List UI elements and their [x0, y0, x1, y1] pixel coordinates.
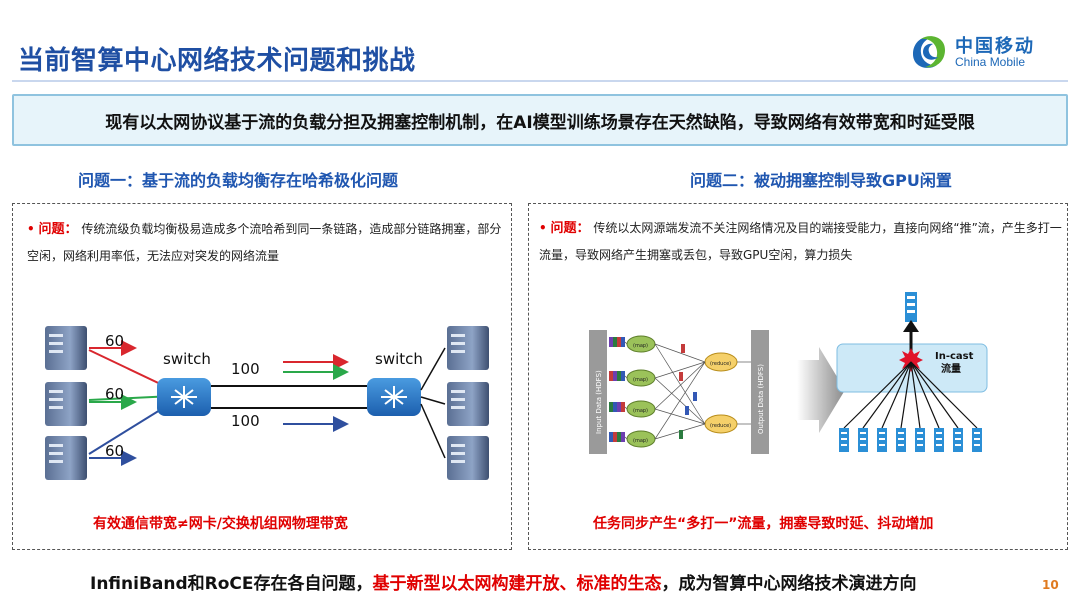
server-icon [447, 436, 489, 480]
reduce-node: (reduce) [704, 352, 738, 372]
downlink [420, 396, 446, 405]
footer-highlight: 基于新型以太网构建开放、标准的生态 [372, 574, 662, 594]
problem-two-heading: 问题二：被动拥塞控制导致GPU闲置 [690, 171, 952, 190]
transition-arrow-icon [797, 347, 845, 433]
page-number: 10 [1042, 578, 1059, 592]
server-icon [447, 382, 489, 426]
problem-two-caption: 任务同步产生“多打一”流量，拥塞导致时延、抖动增加 [593, 516, 934, 532]
map-node: (map) [626, 335, 656, 353]
reduce-node-label: (reduce) [710, 423, 731, 429]
packet [685, 406, 689, 415]
switch-icon [157, 378, 211, 416]
bullet-icon: • [27, 222, 35, 236]
server-icon [45, 436, 87, 480]
reduce-node-label: (reduce) [710, 361, 731, 367]
problem-one-heading: 问题一：基于流的负载均衡存在哈希极化问题 [78, 171, 399, 190]
problem-two-panel: • 问题： 传统以太网源端发流不关注网络情况及目的端接受能力，直接向网络“推”流… [528, 203, 1068, 550]
page-title: 当前智算中心网络技术问题和挑战 [18, 46, 416, 76]
fan-in-lines [843, 361, 978, 429]
issue-label: 问题： [38, 222, 78, 237]
map-node-label: (map) [633, 438, 648, 444]
issue-text: 传统以太网源端发流不关注网络情况及目的端接受能力，直接向网络“推”流，产生多打一… [539, 221, 1062, 262]
map-node: (map) [626, 400, 656, 418]
link-top-capacity: 100 [231, 360, 260, 378]
input-chunk [609, 337, 625, 347]
packet [681, 344, 685, 353]
problem-one-caption: 有效通信带宽≠网卡/交换机组网物理带宽 [93, 516, 348, 532]
input-data-bar [589, 330, 607, 454]
china-mobile-emblem-icon [913, 36, 945, 68]
map-node-label: (map) [633, 408, 648, 414]
logo-text-en: China Mobile [955, 55, 1026, 69]
issue-text: 传统流级负载均衡极易造成多个流哈希到同一条链路，造成部分链路拥塞，部分空闲，网络… [27, 222, 502, 263]
map-node-label: (map) [633, 343, 648, 349]
flow-2-value: 60 [105, 385, 124, 403]
server-icon [45, 326, 87, 370]
reduce-node: (reduce) [704, 414, 738, 434]
packet [679, 372, 683, 381]
map-node: (map) [626, 369, 656, 387]
output-data-label: Output Data (HDFS) [757, 364, 765, 434]
congestion-burst-icon [899, 348, 923, 372]
footer-text-part-1: InfiniBand和RoCE存在各自问题， [90, 574, 373, 594]
problem-one-description: • 问题： 传统流级负载均衡极易造成多个流哈希到同一条链路，造成部分链路拥塞，部… [27, 216, 503, 269]
input-data-label: Input Data (HDFS) [595, 370, 603, 434]
input-chunk [609, 371, 625, 381]
footer-text-part-3: ，成为智算中心网络技术演进方向 [661, 574, 917, 594]
switch-label-left: switch [163, 350, 211, 368]
flow-1-value: 60 [105, 332, 124, 350]
china-mobile-logo: 中国移动 China Mobile [905, 28, 1075, 76]
summary-banner: 现有以太网协议基于流的负载分担及拥塞控制机制，在AI模型训练场景存在天然缺陷，导… [12, 94, 1068, 146]
bullet-icon: • [539, 221, 547, 235]
input-chunk [609, 432, 625, 442]
mapreduce-diagram: Input Data (HDFS) Output Data (HDFS) (ma… [589, 330, 769, 454]
destination-server-icon [905, 292, 917, 322]
switch-icon [367, 378, 421, 416]
issue-label: 问题： [550, 221, 590, 236]
up-arrow-icon [903, 320, 919, 332]
incast-flow-label: 流量 [941, 362, 961, 375]
logo-text-cn: 中国移动 [955, 36, 1035, 57]
footer-conclusion: InfiniBand和RoCE存在各自问题，基于新型以太网构建开放、标准的生态，… [90, 569, 917, 594]
downlink [420, 403, 446, 459]
map-node-label: (map) [633, 377, 648, 383]
server-icon [45, 382, 87, 426]
map-node: (map) [626, 430, 656, 448]
packet [679, 430, 683, 439]
incast-network: In-cast 流量 [836, 292, 988, 452]
output-data-bar [751, 330, 769, 454]
incast-label: In-cast [935, 351, 974, 362]
server-icon [447, 326, 489, 370]
input-chunk [609, 402, 625, 412]
hash-polarization-diagram: 60 60 60 switch switch 100 100 [45, 326, 489, 480]
problem-one-panel: • 问题： 传统流级负载均衡极易造成多个流哈希到同一条链路，造成部分链路拥塞，部… [12, 203, 512, 550]
downlink [420, 347, 446, 391]
link-bottom-capacity: 100 [231, 412, 260, 430]
switch-label-right: switch [375, 350, 423, 368]
packet [693, 392, 697, 401]
problem-two-description: • 问题： 传统以太网源端发流不关注网络情况及目的端接受能力，直接向网络“推”流… [539, 215, 1063, 268]
incast-diagram: Input Data (HDFS) Output Data (HDFS) (ma… [589, 292, 988, 454]
flow-3-value: 60 [105, 442, 124, 460]
title-divider [12, 80, 1068, 82]
